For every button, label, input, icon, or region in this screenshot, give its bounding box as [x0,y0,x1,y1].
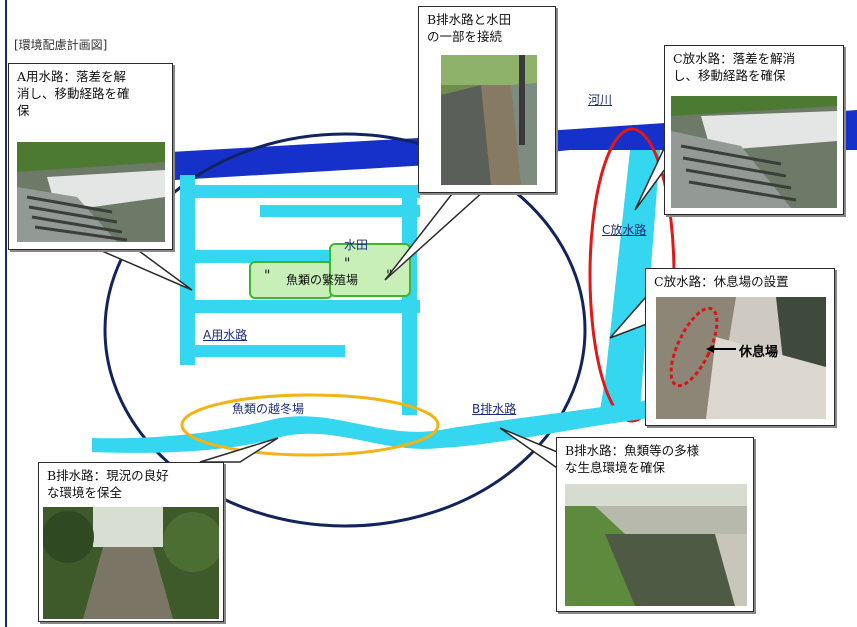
fish-breeding-label: 魚類の繁殖場 [286,273,359,287]
pointer-b-paddy [384,189,487,281]
quote-mark-3: " [386,268,393,284]
river-label: 河川 [588,93,613,107]
stream-photo [43,507,219,619]
fishway-photo-c [671,96,837,208]
drainage-channel-label: B排水路 [472,402,517,416]
rest-area-photo [656,297,826,419]
callout-c-drop: C放水路：落差を解消 し、移動経路を確保 [664,45,844,215]
callout-b-diverse: B排水路：魚類等の多様 な生息環境を確保 [556,437,754,612]
paddy-label: 水田 [344,238,369,252]
channel-a-vertical-2 [402,185,417,415]
drainage-channel-shape [92,400,650,453]
quote-mark-1: " [264,268,271,284]
channel-a-top [180,185,420,198]
callout-a-channel: A用水路：落差を解 消し、移動経路を確 保 [8,63,173,250]
callout-b-paddy-line-1: B排水路と水田 [427,12,512,27]
callout-b-env: B排水路：現況の良好 な環境を保全 [38,462,224,622]
callout-a-line-3: 保 [17,103,30,118]
channel-a-vertical-1 [180,175,195,365]
paddy-plot-right [329,243,411,297]
intake-channel-network [180,175,420,415]
fish-wintering-label: 魚類の越冬場 [232,402,305,416]
channel-habitat-photo [565,484,747,606]
pointer-a-channel [94,247,193,291]
fishway-photo-a [17,142,165,242]
paddy-connection-photo [441,55,537,185]
callout-b-diverse-line-2: な生息環境を確保 [565,460,666,475]
callout-c-rest: C放水路：休息場の設置 休息場 [645,268,835,426]
left-border-line [5,0,7,627]
rest-area-label: 休息場 [739,345,779,360]
diagram-title: [環境配慮計画図] [14,38,108,52]
discharge-channel-label: C放水路 [602,223,647,237]
callout-b-env-line-1: B排水路：現況の良好 [47,468,169,483]
intake-channel-label: A用水路 [203,328,248,342]
callout-c-drop-line-1: C放水路：落差を解消 [673,51,796,66]
callout-c-rest-line-1: C放水路：休息場の設置 [654,274,789,289]
callout-b-diverse-line-1: B排水路：魚類等の多様 [565,443,700,458]
callout-b-paddy: B排水路と水田 の一部を接続 [418,6,556,193]
callout-a-line-1: A用水路：落差を解 [17,69,127,84]
callout-a-line-2: 消し、移動経路を確 [17,86,130,101]
channel-a-bottom [195,345,345,357]
channel-a-lower [180,300,420,313]
channel-a-upper-short [260,205,420,217]
quote-mark-2: " [344,256,351,272]
callout-c-drop-line-2: し、移動経路を確保 [673,68,786,83]
wintering-orange-outline [180,393,440,457]
quote-mark-4: " [300,278,307,294]
project-area-ellipse [103,132,587,528]
callout-b-env-line-2: な環境を保全 [47,485,123,500]
callout-b-paddy-line-2: の一部を接続 [427,29,503,44]
